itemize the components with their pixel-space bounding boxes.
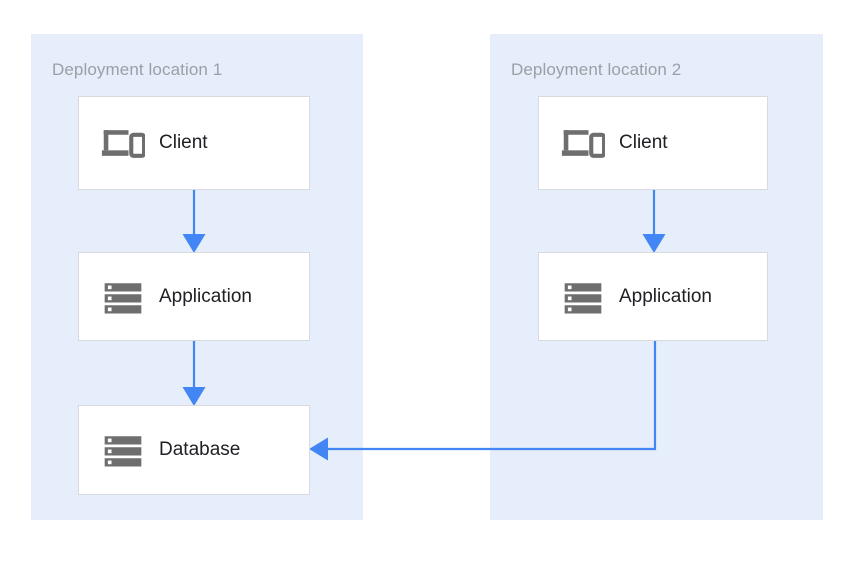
node-client-1-label: Client [159, 132, 208, 153]
node-client-2[interactable]: Client [538, 96, 768, 190]
server-icon [564, 282, 602, 313]
deployment-zone-1-label: Deployment location 1 [52, 60, 223, 79]
node-application-1[interactable]: Application [78, 252, 310, 341]
node-database-1-label: Database [159, 439, 241, 460]
deployment-zone-2-label: Deployment location 2 [511, 60, 682, 79]
node-database-1[interactable]: Database [78, 405, 310, 495]
server-icon [104, 436, 142, 467]
devices-icon [561, 130, 605, 158]
node-client-2-label: Client [619, 132, 668, 153]
node-application-2[interactable]: Application [538, 252, 768, 341]
node-application-2-label: Application [619, 285, 712, 307]
node-client-1[interactable]: Client [78, 96, 310, 190]
server-icon [104, 282, 142, 313]
node-application-1-label: Application [159, 285, 252, 307]
devices-icon [101, 130, 145, 158]
